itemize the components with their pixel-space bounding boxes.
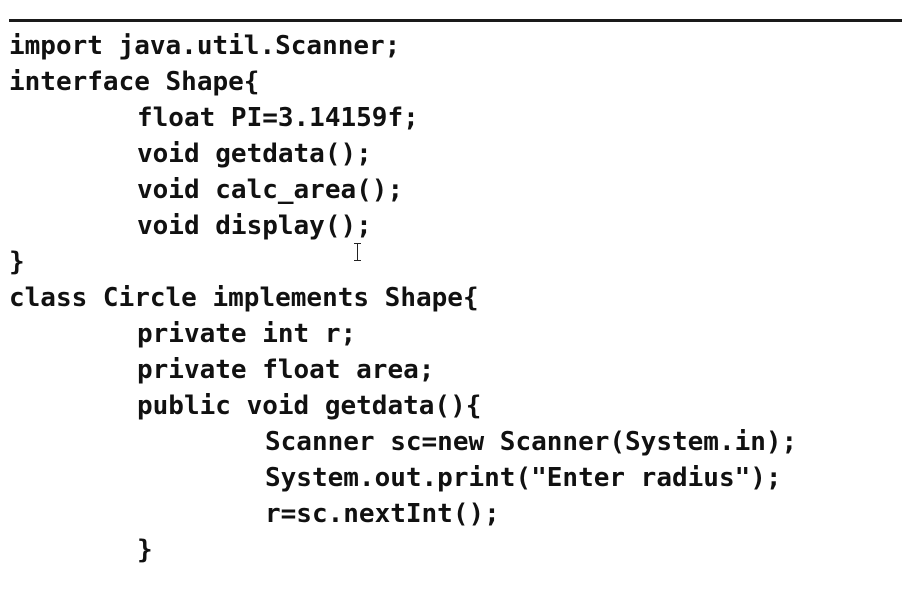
code-line: } (9, 247, 25, 277)
code-line: class Circle implements Shape{ (9, 283, 479, 313)
code-line: private float area; (137, 355, 435, 385)
code-line: private int r; (137, 319, 357, 349)
top-divider (9, 19, 902, 22)
code-line: } (137, 535, 153, 565)
code-line: System.out.print("Enter radius"); (265, 463, 782, 493)
code-line: float PI=3.14159f; (137, 103, 419, 133)
code-line: public void getdata(){ (137, 391, 482, 421)
code-line: import java.util.Scanner; (9, 31, 401, 61)
ibeam-cursor-icon (352, 243, 363, 261)
code-block[interactable]: import java.util.Scanner; interface Shap… (9, 28, 797, 568)
code-line: Scanner sc=new Scanner(System.in); (265, 427, 798, 457)
code-line: void display(); (137, 211, 372, 241)
code-line: interface Shape{ (9, 67, 260, 97)
code-line: void calc_area(); (137, 175, 404, 205)
code-line: void getdata(); (137, 139, 372, 169)
code-line: r=sc.nextInt(); (265, 499, 500, 529)
